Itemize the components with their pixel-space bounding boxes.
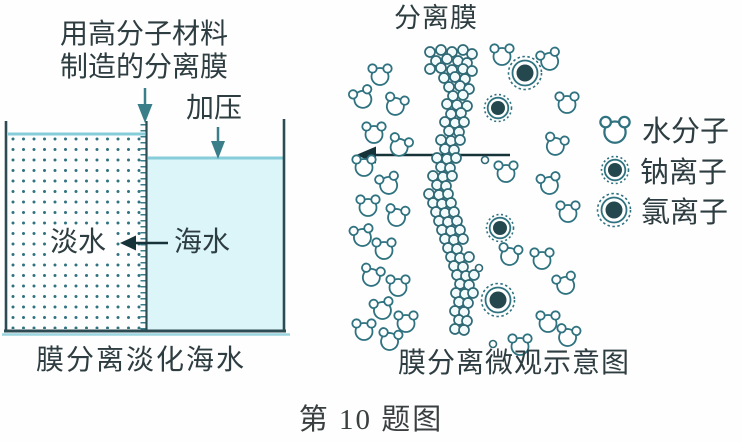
- membrane-top-label: 分离膜: [394, 3, 478, 33]
- membrane-material-label: 用高分子材料 制造的分离膜: [28, 18, 260, 84]
- microscopic-view: [346, 43, 583, 356]
- left-diagram-caption: 膜分离淡化海水: [36, 345, 247, 376]
- figure-caption: 第 10 题图: [298, 404, 444, 436]
- sodium-ion-icon: [485, 213, 515, 243]
- legend-label-water: 水分子: [642, 116, 730, 148]
- membrane-particles: [423, 44, 480, 336]
- water-molecule-icon: [599, 115, 631, 144]
- right-diagram-caption: 膜分离微观示意图: [398, 348, 631, 379]
- sodium-ion-icon: [600, 155, 630, 185]
- flow-arrow: [120, 235, 168, 251]
- pressure-arrow: [211, 127, 225, 159]
- membrane-material-label-line1: 用高分子材料: [59, 19, 228, 50]
- chloride-ion-icon: [507, 55, 543, 91]
- membrane-pointer-arrow: [137, 88, 153, 123]
- legend-item-water-molecule: 水分子: [594, 108, 729, 150]
- legend-item-chloride-ion: 氯离子: [593, 189, 728, 231]
- pressure-label: 加压: [186, 93, 243, 124]
- membrane-material-label-line2: 制造的分离膜: [59, 52, 228, 84]
- legend-label-chloride: 氯离子: [641, 197, 729, 229]
- sea-water-label: 海水: [174, 227, 231, 258]
- water-molecules-left: [346, 63, 419, 353]
- chloride-ion-icon: [480, 282, 516, 318]
- fresh-water-label: 淡水: [46, 226, 111, 260]
- legend-label-sodium: 钠离子: [640, 157, 728, 189]
- stray-particles: [474, 155, 498, 349]
- seawater-fill: [148, 158, 283, 330]
- sodium-ion-icon: [483, 93, 513, 123]
- desalination-container: [2, 88, 290, 336]
- chloride-ion-icon: [596, 192, 632, 228]
- legend-item-sodium-ion: 钠离子: [596, 149, 727, 191]
